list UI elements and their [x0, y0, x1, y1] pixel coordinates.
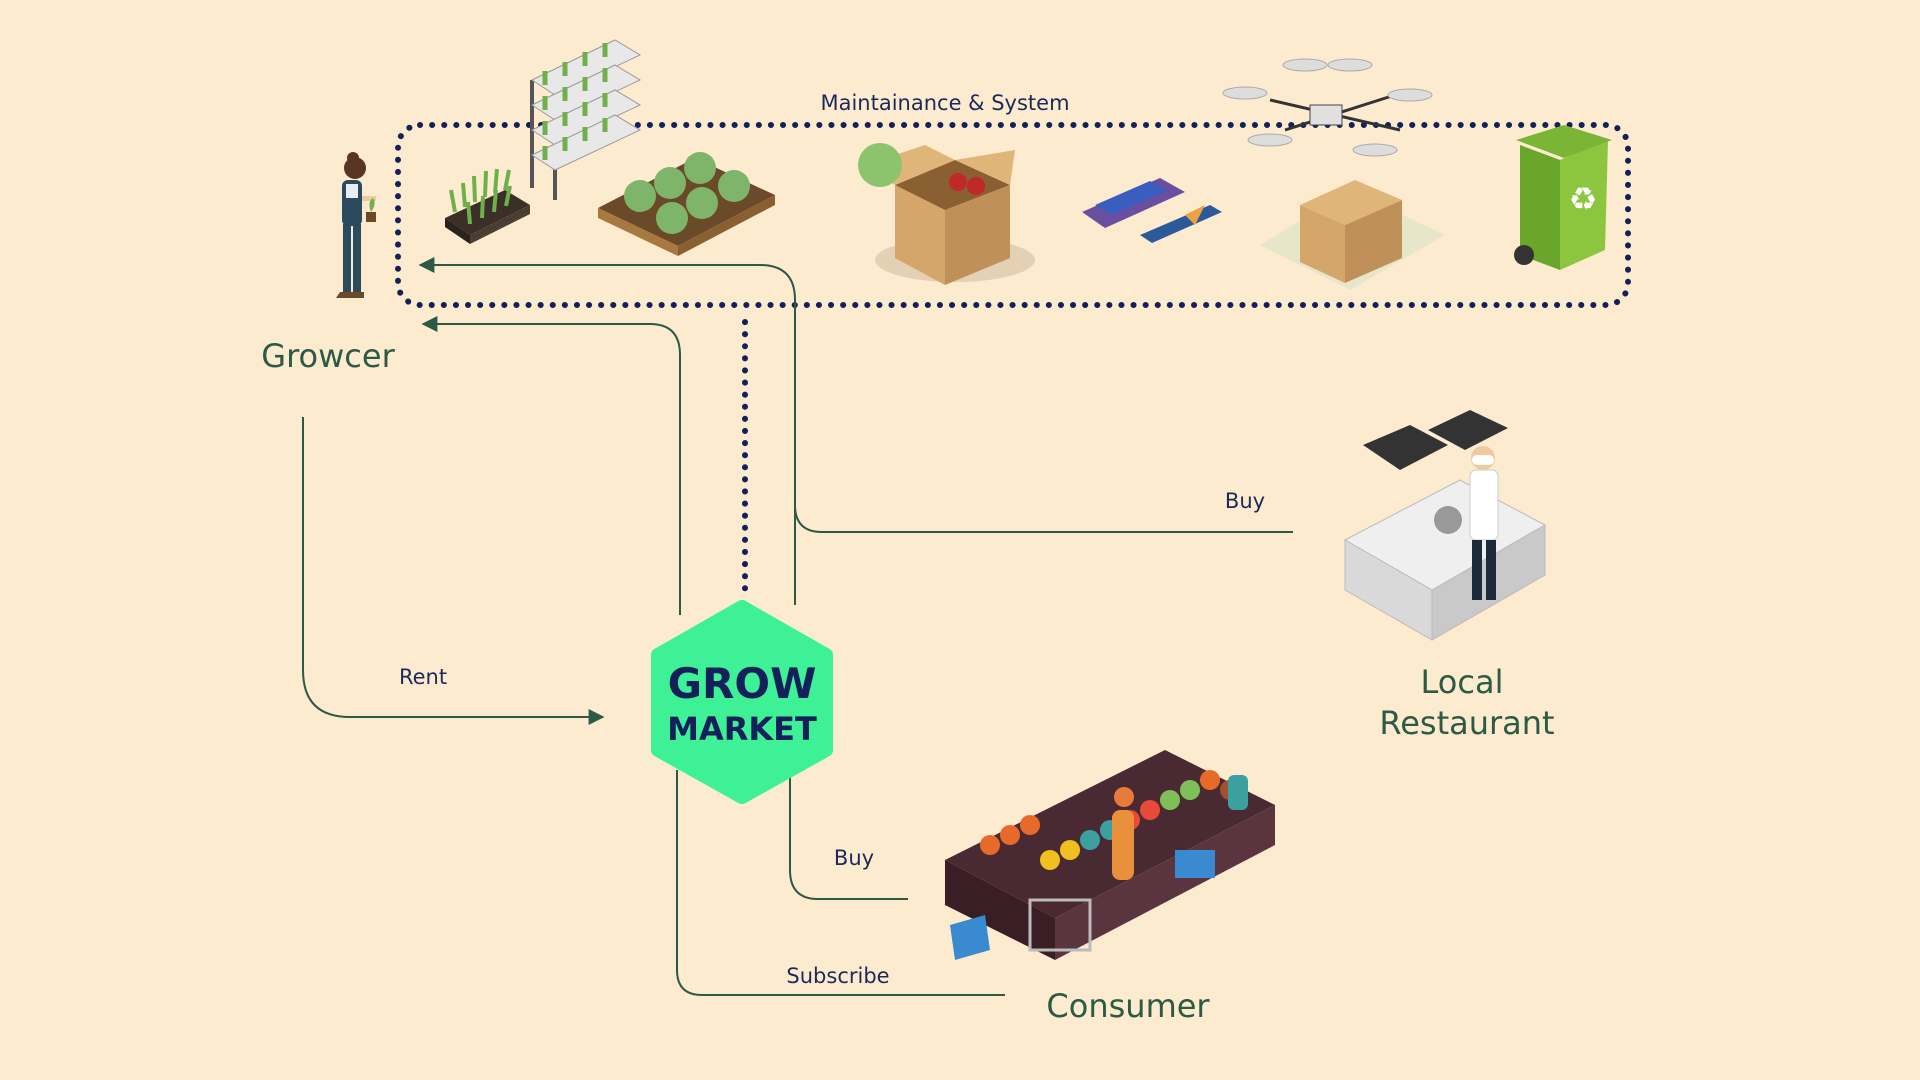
consumer-buy-line — [789, 770, 908, 900]
delivery-drone-icon — [1222, 58, 1445, 290]
market-stall-illustration — [945, 750, 1275, 960]
restaurant-buy-line — [794, 480, 1293, 533]
grower-label: Growcer — [261, 337, 395, 375]
seedling-tray-icon — [445, 168, 530, 244]
hub-logo-line2: MARKET — [667, 710, 817, 748]
system-loop — [395, 122, 1631, 308]
subscribe-line — [676, 770, 1005, 996]
svg-text:♻: ♻ — [1569, 180, 1598, 218]
grow-market-hub: GROW MARKET — [651, 600, 833, 804]
consumer-buy-label: Buy — [834, 846, 874, 870]
consumer-label: Consumer — [1046, 987, 1210, 1025]
cabbage-planter-icon — [598, 152, 775, 256]
return-arrow-upper — [418, 257, 796, 605]
farmer-illustration — [336, 152, 376, 298]
restaurant-buy-label: Buy — [1225, 489, 1265, 513]
chef-kitchen-illustration — [1343, 410, 1547, 641]
subscribe-label: Subscribe — [786, 964, 889, 988]
vertical-farm-rack-icon — [530, 39, 642, 200]
system-label: Maintainance & System — [820, 91, 1069, 115]
restaurant-label-line1: Local — [1421, 663, 1504, 701]
hub-logo-line1: GROW — [668, 659, 817, 708]
rent-arrow — [302, 417, 605, 725]
payment-terminal-icon — [1082, 178, 1222, 243]
restaurant-label-line2: Restaurant — [1379, 704, 1554, 742]
rent-label: Rent — [399, 665, 447, 689]
return-arrow-lower — [421, 316, 681, 615]
produce-box-icon — [858, 143, 1035, 285]
recycle-bin-icon: ♻ — [1514, 125, 1612, 270]
